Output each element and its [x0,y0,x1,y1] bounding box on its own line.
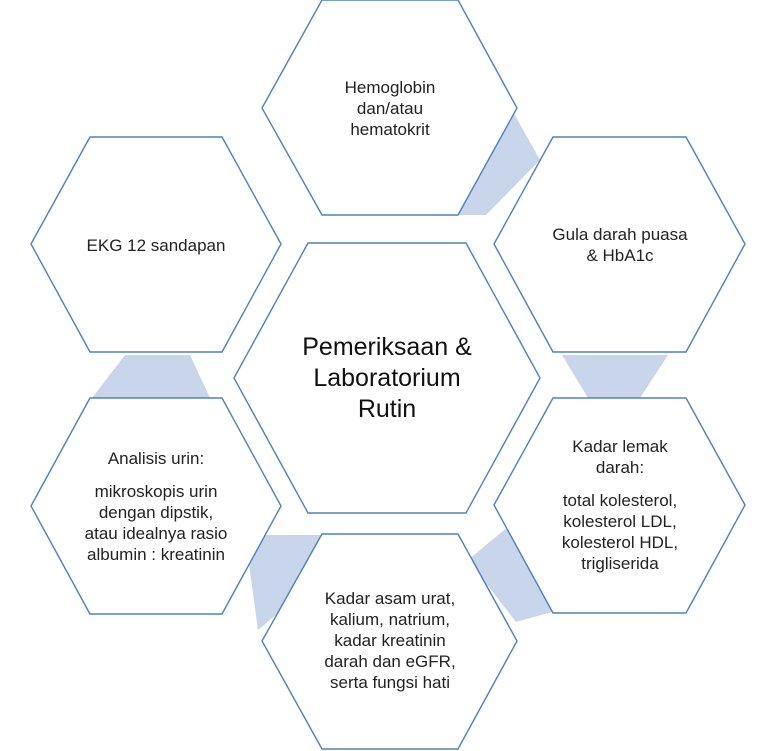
node-label-line: trigliserida [581,554,659,573]
center-label-line: Rutin [357,394,417,423]
connector-lower-left-upper-left [92,355,210,398]
center-label: Pemeriksaan & Laboratorium Rutin [284,300,490,456]
hexagon-upper-left [30,136,282,353]
node-label-line: Analisis urin: [107,448,205,468]
connector-lower-right-bottom [468,515,552,622]
hexagon-center [233,242,541,514]
node-label-line: Hemoglobin [344,77,436,97]
node-label-line: hematokrit [350,119,430,139]
connector-upper-right-lower-right [562,355,668,398]
hexagon-top [261,0,518,216]
node-label-line: dengan dipstik, [98,502,214,522]
hexagon-upper-right [493,136,746,353]
bottom-node-label: Kadar asam urat, kalium, natrium, kadar … [290,575,490,705]
node-label-line: Kadar lemak [572,437,668,456]
hexagon-bottom [261,533,518,750]
connector-top-upper-right [458,110,540,215]
upper-left-node-label: EKG 12 sandapan [66,225,246,265]
node-label-line: & HbA1c [586,246,654,265]
node-label-line: darah: [595,458,645,477]
node-label-line: dan/atau [356,98,424,118]
lower-right-node-label: Kadar lemak darah: total kolesterol, kol… [524,420,716,590]
hexagon-lower-left [30,397,282,615]
upper-right-node-label: Gula darah puasa & HbA1c [528,210,712,280]
node-label-line: kadar kreatinin [334,630,446,650]
node-label-line: EKG 12 sandapan [86,235,226,255]
lower-left-node-label: Analisis urin: mikroskopis urin dengan d… [62,436,250,576]
node-label-line: total kolesterol, [562,491,678,510]
node-label-line: Kadar asam urat, [324,588,456,608]
center-label-line: Laboratorium [313,363,461,392]
node-label-line: kalium, natrium, [330,609,450,629]
node-label-line: mikroskopis urin [94,481,218,501]
node-label-line: Gula darah puasa [552,225,688,244]
center-label-line: Pemeriksaan & [302,332,472,361]
node-label-line: serta fungsi hati [329,672,450,692]
node-label-line: darah dan eGFR, [324,651,456,671]
node-label-line: albumin : kreatinin [87,544,225,564]
node-label-line: kolesterol LDL, [563,512,677,531]
hexagon-lower-right [493,397,746,614]
node-label-line: atau idealnya rasio [84,523,228,543]
node-label-line: kolesterol HDL, [561,533,679,552]
top-node-label: Hemoglobin dan/atau hematokrit [300,60,480,156]
connector-bottom-lower-left [245,535,323,630]
